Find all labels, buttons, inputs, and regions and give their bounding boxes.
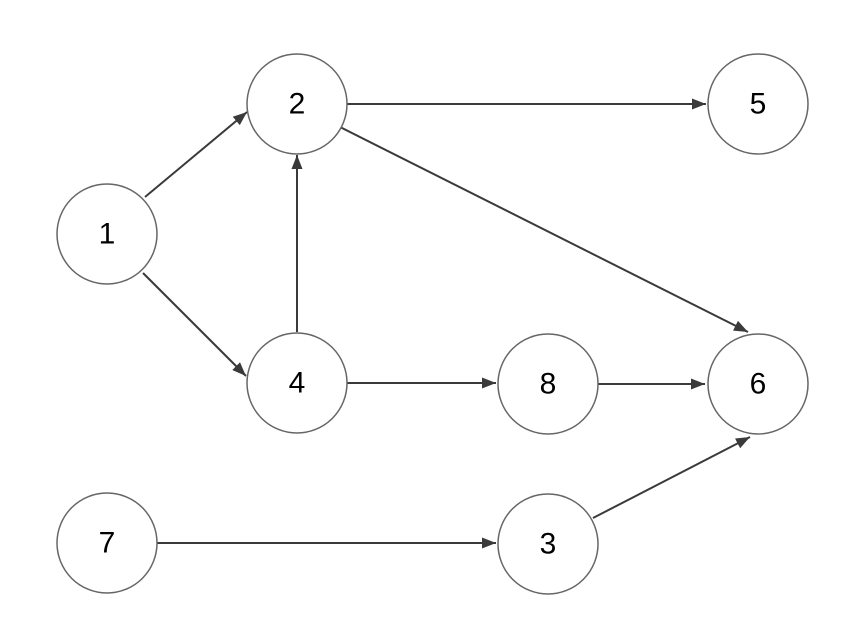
nodes-layer: 1 2 5 4 8 6 7 3 <box>56 53 809 595</box>
node-1-label: 1 <box>99 218 116 251</box>
node-4-label: 4 <box>289 367 306 400</box>
edge-1-to-4 <box>142 272 247 377</box>
node-5-label: 5 <box>750 88 767 121</box>
edge-2-to-6 <box>339 126 749 333</box>
node-5 <box>707 53 809 155</box>
node-1 <box>56 183 158 285</box>
edge-1-to-2 <box>144 111 248 198</box>
node-3-label: 3 <box>540 528 557 561</box>
node-6 <box>707 333 809 435</box>
node-8-label: 8 <box>540 368 557 401</box>
node-2-label: 2 <box>289 88 306 121</box>
node-8 <box>497 333 599 435</box>
node-2 <box>246 53 348 155</box>
node-7 <box>56 492 158 594</box>
node-7-label: 7 <box>99 527 116 560</box>
node-4 <box>246 332 348 434</box>
node-6-label: 6 <box>750 368 767 401</box>
edge-3-to-6 <box>592 436 751 519</box>
node-3 <box>497 493 599 595</box>
edges-layer <box>142 98 751 549</box>
